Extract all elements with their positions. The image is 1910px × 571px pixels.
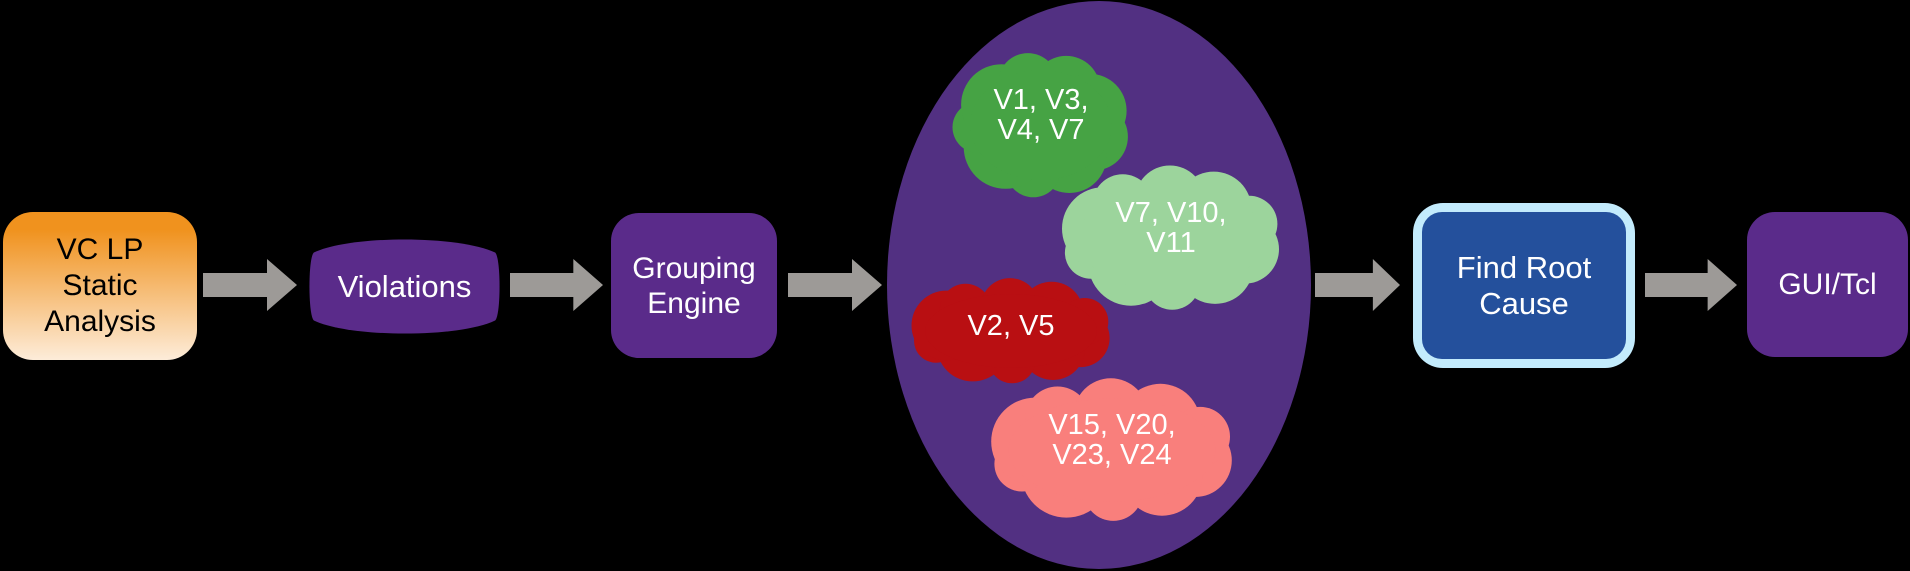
node-label: GUI/Tcl (1778, 268, 1877, 301)
violation-cloud-red-labelbox: V2, V5 (912, 281, 1110, 381)
arrow-shape (1645, 259, 1737, 311)
violation-cloud-green-labelbox: V1, V3, V4, V7 (955, 55, 1127, 195)
node-vc-lp-static-analysis: VC LP Static Analysis (3, 212, 197, 360)
flow-arrow-icon (1315, 259, 1400, 311)
arrow-shape (510, 259, 603, 311)
flow-arrow-icon (1645, 259, 1737, 311)
node-find-root-cause: Find Root Cause (1413, 203, 1635, 368)
violation-cloud-lightgreen (1062, 165, 1279, 310)
flow-arrow-icon (788, 259, 882, 311)
arrow-shape (788, 259, 882, 311)
node-label: Grouping Engine (632, 251, 756, 320)
find-root-cause-inner: Find Root Cause (1422, 212, 1626, 359)
violations-shape (309, 239, 500, 334)
cloud-label: V7, V10, V11 (1115, 197, 1227, 259)
arrow-shape (1315, 259, 1400, 311)
cloud-label: V2, V5 (967, 310, 1055, 342)
flow-arrow-icon (510, 259, 603, 311)
violations-shape-path (309, 239, 500, 334)
node-violations: Violations (306, 238, 503, 335)
violation-cloud-lightgreen-labelbox: V7, V10, V11 (1063, 169, 1279, 307)
node-gui-tcl: GUI/Tcl (1747, 212, 1908, 357)
arrow-shape (203, 259, 297, 311)
violation-cloud-green (952, 53, 1128, 198)
violation-cloud-salmon-labelbox: V15, V20, V23, V24 (992, 382, 1232, 518)
node-grouping-engine: Grouping Engine (611, 213, 777, 358)
cloud-label: V1, V3, V4, V7 (993, 84, 1089, 146)
violation-cloud-salmon (991, 378, 1232, 521)
flow-arrow-icon (203, 259, 297, 311)
violation-cloud-red (911, 278, 1110, 384)
node-label: VC LP Static Analysis (44, 233, 156, 338)
node-label: Violations (337, 268, 472, 304)
node-label: Find Root Cause (1456, 249, 1592, 321)
cloud-label: V15, V20, V23, V24 (1048, 409, 1176, 471)
